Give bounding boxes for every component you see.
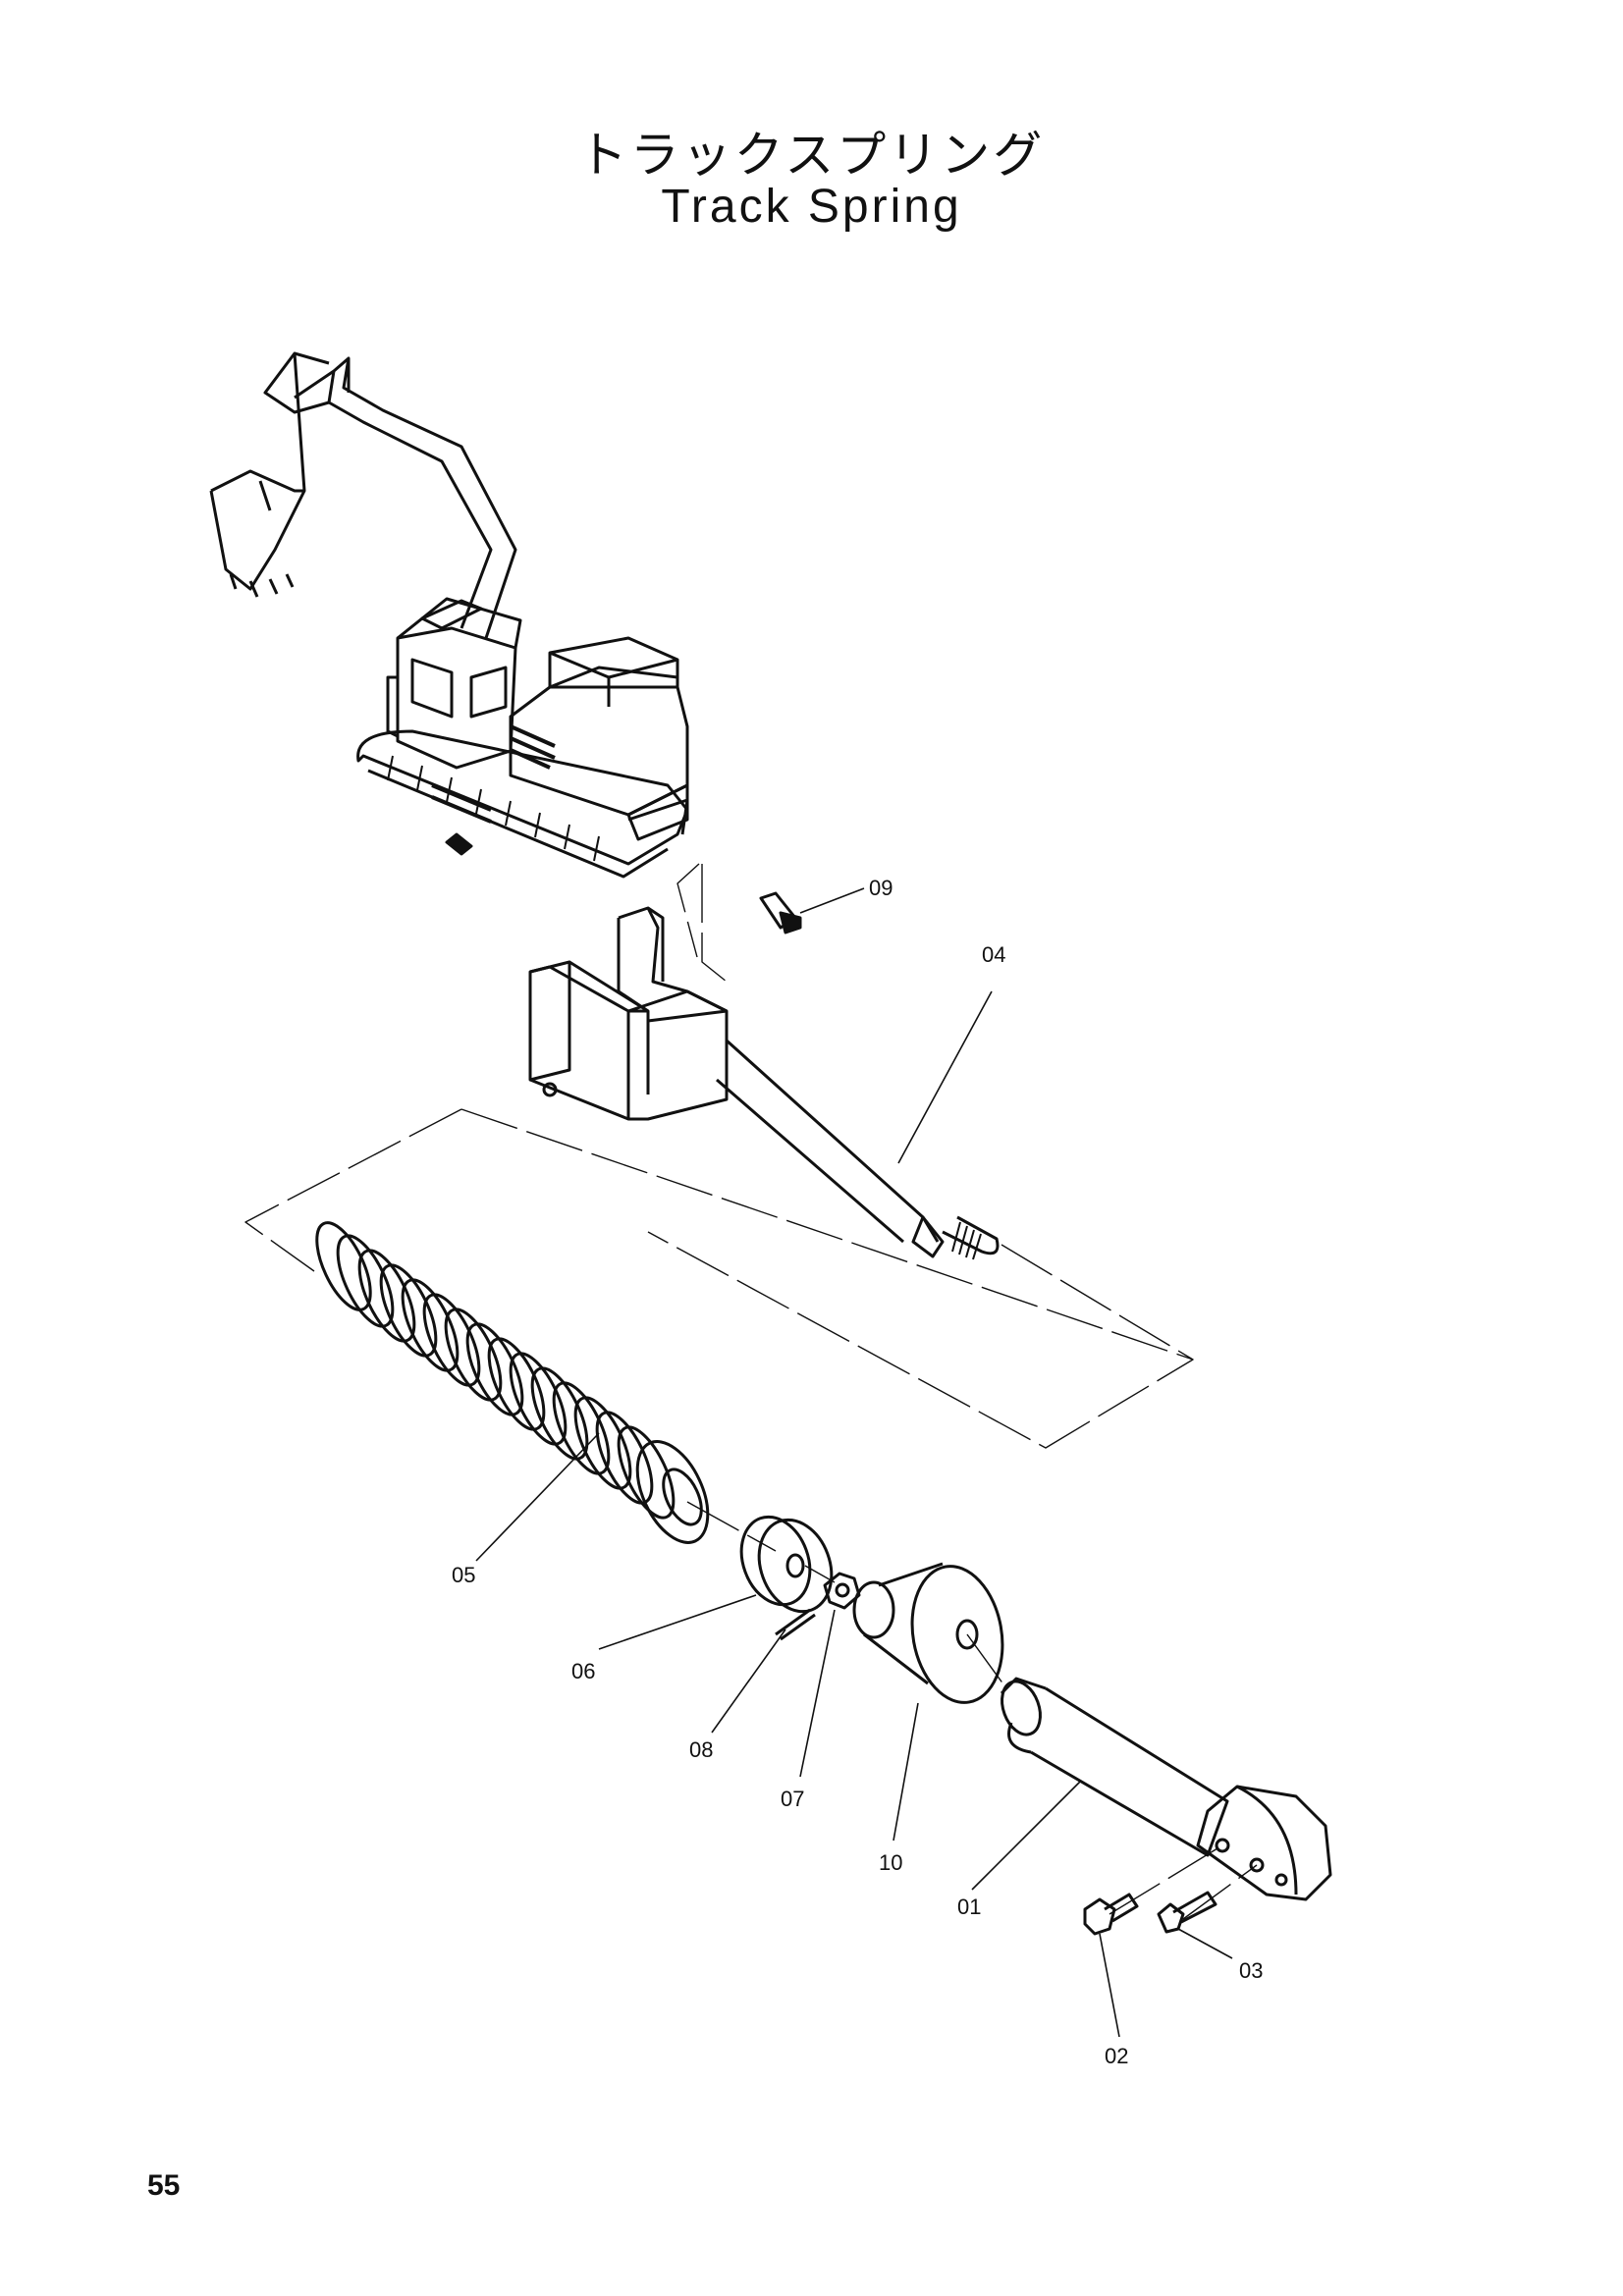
- label-part-06: 06: [571, 1659, 595, 1683]
- label-part-10: 10: [879, 1850, 902, 1875]
- part-01-body: [1000, 1677, 1332, 1901]
- page-number: 55: [147, 2169, 181, 2202]
- part-03-bolt: [1157, 1891, 1217, 1934]
- guide-lines: [244, 863, 1258, 1920]
- label-part-09: 09: [869, 876, 893, 900]
- part-09-bolt: [759, 891, 802, 934]
- label-part-01: 01: [957, 1895, 981, 1919]
- label-part-08: 08: [689, 1737, 713, 1762]
- leader-lines: [475, 887, 1233, 2038]
- page-title-english: Track Spring: [661, 181, 962, 233]
- page-title-japanese: トラックスプリング: [577, 127, 1046, 184]
- part-02-bolt: [1083, 1893, 1139, 1936]
- excavator-illustration: [209, 351, 689, 879]
- label-part-03: 03: [1239, 1958, 1263, 1983]
- label-part-07: 07: [781, 1787, 804, 1811]
- part-10-cylinder: [852, 1562, 1004, 1704]
- label-part-04: 04: [982, 942, 1005, 967]
- part-06-washer: [739, 1515, 834, 1614]
- part-07-nut: [823, 1572, 861, 1610]
- label-part-02: 02: [1105, 2044, 1128, 2068]
- label-part-05: 05: [452, 1563, 475, 1587]
- part-labels: 09 04 05 06 08 07 10 01 02 03: [452, 876, 1263, 2068]
- part-08-pin: [775, 1608, 816, 1641]
- part-05-spring: [315, 1221, 710, 1544]
- part-04-bracket: [528, 906, 1000, 1260]
